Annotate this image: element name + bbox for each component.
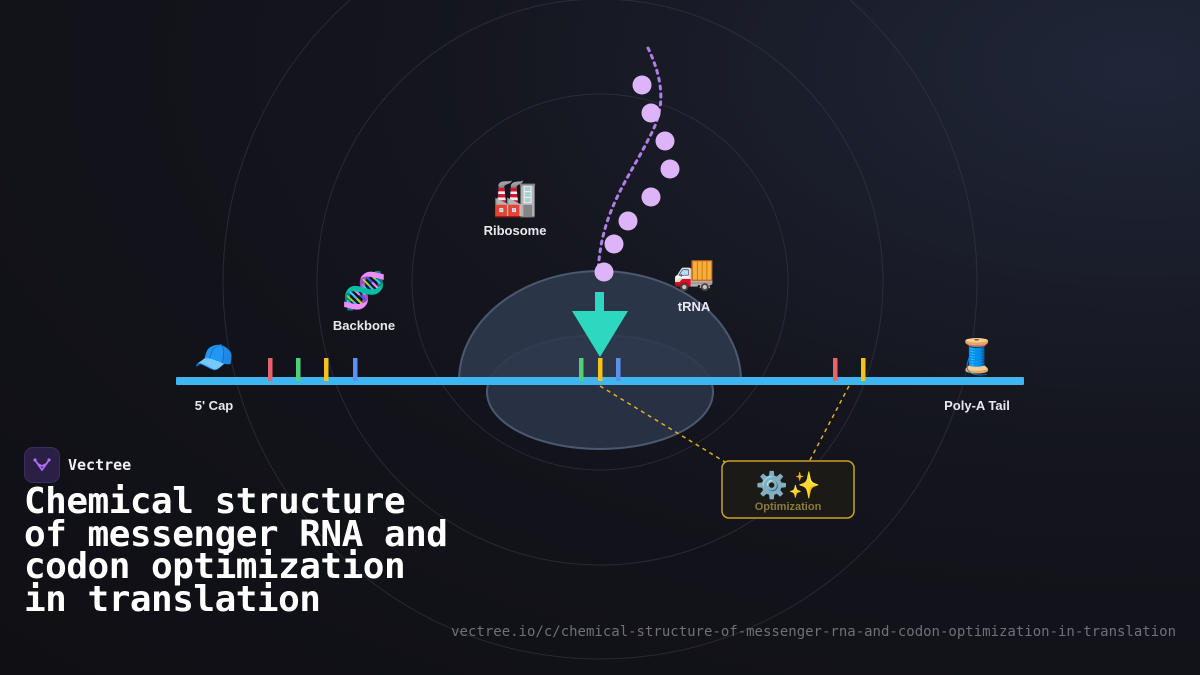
ribosome-label: Ribosome — [484, 223, 547, 238]
amino-acid-bead — [641, 187, 661, 207]
codon-mark — [833, 358, 838, 381]
codon-mark — [268, 358, 273, 381]
vectree-logo-icon — [24, 447, 60, 483]
cap-label: 5' Cap — [195, 398, 234, 413]
polya-label: Poly-A Tail — [944, 398, 1010, 413]
codon-marks — [268, 358, 866, 381]
trna-label: tRNA — [678, 299, 711, 314]
amino-acid-bead — [641, 103, 661, 123]
brand: Vectree — [24, 447, 131, 483]
amino-acid-bead — [604, 234, 624, 254]
trna-icon: 🚚 — [673, 253, 715, 293]
backbone-icon: 🧬 — [342, 269, 387, 312]
peptide-chain — [594, 75, 680, 282]
peptide-path — [596, 46, 663, 282]
amino-acid-bead — [655, 131, 675, 151]
codon-mark — [353, 358, 358, 381]
page-title: Chemical structure of messenger RNA and … — [24, 481, 448, 620]
optimization-box: ⚙️✨ Optimization — [721, 460, 855, 519]
codon-mark — [598, 358, 603, 381]
cap-icon: 🧢 — [194, 338, 234, 376]
backbone-label: Backbone — [333, 318, 395, 333]
optimization-guide-lines — [599, 385, 850, 463]
codon-mark — [296, 358, 301, 381]
optimization-icon: ⚙️✨ — [756, 470, 821, 501]
ribosome-icon: 🏭 — [493, 178, 538, 219]
background-rings — [222, 0, 978, 660]
page-url: vectree.io/c/chemical-structure-of-messe… — [451, 624, 1176, 640]
codon-mark — [579, 358, 584, 381]
brand-name: Vectree — [68, 456, 132, 474]
amino-acid-bead — [632, 75, 652, 95]
codon-mark — [616, 358, 621, 381]
amino-acid-bead — [618, 211, 638, 231]
codon-mark — [861, 358, 866, 381]
optimization-label: Optimization — [755, 501, 822, 513]
amino-acid-bead — [660, 159, 680, 179]
translation-arrow — [572, 292, 628, 357]
amino-acid-bead — [594, 262, 614, 282]
codon-mark — [324, 358, 329, 381]
polya-icon: 🧵 — [956, 337, 998, 377]
